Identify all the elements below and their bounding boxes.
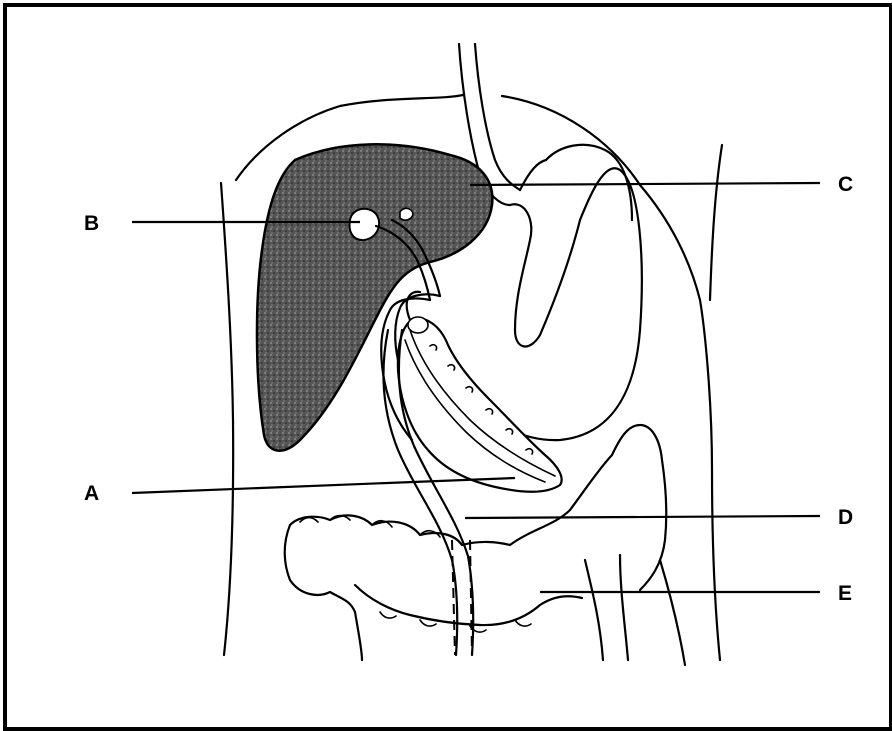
label-e: E	[838, 582, 852, 605]
label-d: D	[838, 506, 853, 529]
label-a: A	[84, 482, 99, 505]
label-b: B	[84, 212, 99, 235]
label-c: C	[838, 173, 853, 196]
leader-line-d	[465, 516, 820, 518]
leader-line-a	[132, 478, 515, 493]
